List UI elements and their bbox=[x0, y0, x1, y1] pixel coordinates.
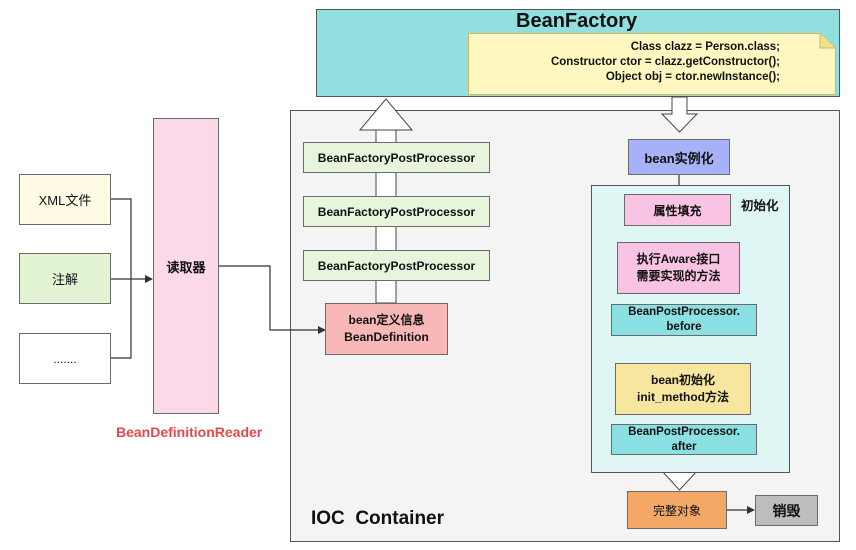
code-note-line: Constructor ctor = clazz.getConstructor(… bbox=[550, 56, 780, 68]
bean-instantiation-box: bean实例化 bbox=[628, 139, 730, 175]
destroy-box: 销毁 bbox=[755, 495, 818, 526]
bean-post-processor-before-box: BeanPostProcessor. before bbox=[611, 304, 757, 336]
source-connector bbox=[111, 198, 132, 279]
populate-properties-box: 属性填充 bbox=[624, 194, 731, 226]
ioc-container-label: IOC Container bbox=[311, 508, 445, 529]
bean-factory-post-processor: BeanFactoryPostProcessor bbox=[303, 250, 490, 281]
bean-factory-title: BeanFactory bbox=[516, 10, 638, 32]
source-annotation: 注解 bbox=[19, 253, 111, 304]
reader-connector bbox=[219, 265, 326, 334]
bean-factory-post-processor: BeanFactoryPostProcessor bbox=[303, 196, 490, 227]
code-note-line: Object obj = ctor.newInstance(); bbox=[605, 71, 780, 83]
code-note-shape bbox=[468, 33, 836, 95]
source-connector bbox=[111, 279, 132, 359]
init-group-label: 初始化 bbox=[741, 199, 779, 213]
source-ellipsis: ....... bbox=[19, 333, 111, 384]
reader-caption: BeanDefinitionReader bbox=[116, 424, 263, 440]
bean-factory-post-processor: BeanFactoryPostProcessor bbox=[303, 142, 490, 173]
bean-definition-box: bean定义信息 BeanDefinition bbox=[325, 303, 448, 355]
source-xml-file: XML文件 bbox=[19, 174, 111, 225]
init-method-box: bean初始化 init_method方法 bbox=[615, 363, 751, 415]
code-note-text: Class clazz = Person.class; Constructor … bbox=[470, 40, 780, 85]
code-note-line: Class clazz = Person.class; bbox=[630, 41, 780, 53]
bean-post-processor-after-box: BeanPostProcessor. after bbox=[611, 424, 757, 455]
aware-interface-box: 执行Aware接口 需要实现的方法 bbox=[617, 242, 740, 294]
complete-object-box: 完整对象 bbox=[627, 491, 727, 529]
reader-box: 读取器 bbox=[153, 118, 219, 414]
